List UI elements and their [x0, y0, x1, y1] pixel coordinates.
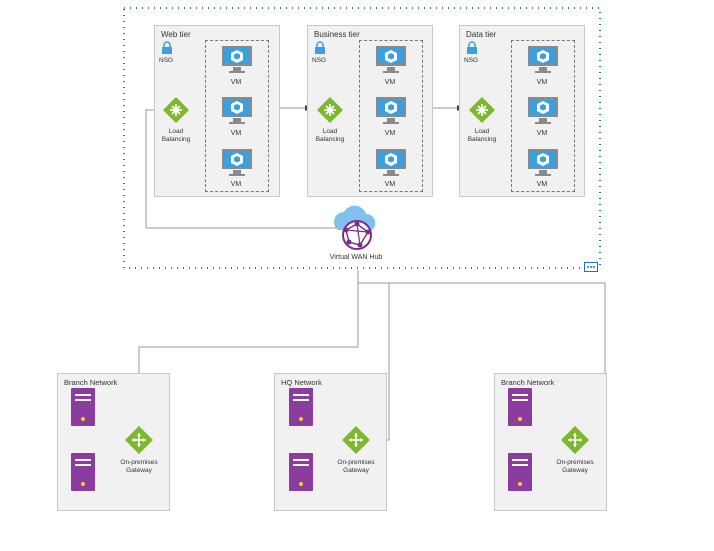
vm-monitor-icon	[528, 97, 558, 124]
server-icon	[508, 388, 532, 426]
vm-monitor-icon	[528, 46, 558, 73]
server-icon	[508, 453, 532, 491]
gateway-icon	[125, 426, 153, 454]
tier-title: Data tier	[466, 30, 497, 39]
vm-monitor-icon	[376, 149, 406, 176]
server-icon	[71, 388, 95, 426]
vm-monitor-icon	[222, 46, 252, 73]
vm-monitor-icon	[528, 149, 558, 176]
nsg-label: NSG	[464, 57, 479, 64]
web-vm-group	[205, 40, 269, 192]
data-vm-group	[511, 40, 575, 192]
server-icon	[289, 388, 313, 426]
nsg-label: NSG	[159, 57, 174, 64]
load-balancer-icon	[163, 97, 189, 123]
vm-monitor-icon	[376, 97, 406, 124]
gateway-icon	[342, 426, 370, 454]
nsg-lock-icon	[315, 41, 325, 54]
nsg-lock-icon	[162, 41, 172, 54]
vm-monitor-icon	[222, 97, 252, 124]
ellipsis-handle-icon	[584, 262, 598, 272]
nsg-label: NSG	[312, 57, 327, 64]
vm-monitor-icon	[222, 149, 252, 176]
vm-label: VM	[230, 130, 242, 137]
server-icon	[71, 453, 95, 491]
vm-label: VM	[384, 130, 396, 137]
business-vm-group	[359, 40, 423, 192]
load-balancer-icon	[317, 97, 343, 123]
tier-title: Business tier	[314, 30, 360, 39]
nsg-lock-icon	[467, 41, 477, 54]
load-balancer-icon	[469, 97, 495, 123]
vm-label: VM	[536, 130, 548, 137]
site-title: Branch Network	[64, 378, 118, 387]
vm-label: VM	[384, 181, 396, 188]
vm-label: VM	[384, 79, 396, 86]
vm-label: VM	[536, 79, 548, 86]
vm-monitor-icon	[376, 46, 406, 73]
virtual-wan-hub-icon	[334, 205, 376, 250]
vm-label: VM	[230, 79, 242, 86]
gateway-icon	[561, 426, 589, 454]
vm-label: VM	[536, 181, 548, 188]
site-title: HQ Network	[281, 378, 322, 387]
site-title: Branch Network	[501, 378, 555, 387]
tier-title: Web tier	[161, 30, 191, 39]
virtual-wan-hub-label: Virtual WAN Hub	[329, 254, 383, 261]
server-icon	[289, 453, 313, 491]
vm-label: VM	[230, 181, 242, 188]
